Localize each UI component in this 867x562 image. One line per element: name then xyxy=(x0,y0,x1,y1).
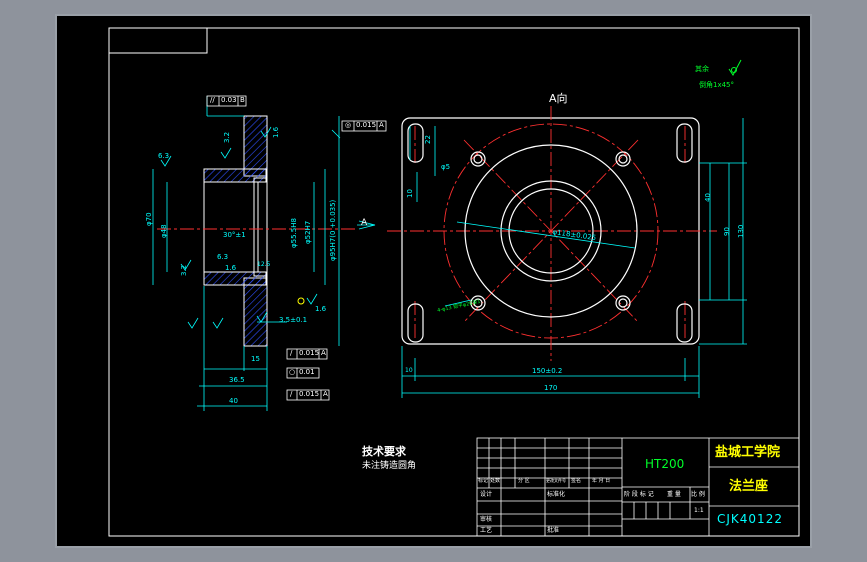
datum-mark xyxy=(297,297,305,305)
scale-value: 1:1 xyxy=(694,507,704,514)
tol4-sym: ○ xyxy=(289,368,296,376)
boss-upper xyxy=(203,168,267,183)
dim-365: 36.5 xyxy=(229,376,245,384)
tb-standardize: 标准化 xyxy=(547,491,566,498)
dim-40: 40 xyxy=(229,397,238,405)
dim-h150: 150±0.2 xyxy=(532,367,563,375)
tb-design: 设计 xyxy=(480,491,493,498)
rough-125: 12.5 xyxy=(257,261,271,268)
view-a-label: A向 xyxy=(549,92,568,105)
tol1-sym: // xyxy=(210,96,215,104)
dim-35: 3.5±0.1 xyxy=(279,316,308,324)
dim-22: 22 xyxy=(424,135,432,144)
bore-inner xyxy=(508,188,594,274)
dim-phi5: φ5 xyxy=(441,163,451,171)
school-label: 盐城工学院 xyxy=(715,445,781,460)
tech-title: 技术要求 xyxy=(362,445,406,458)
section-view xyxy=(152,96,376,411)
section-outline xyxy=(203,115,268,347)
tol1-val: 0.03 xyxy=(221,96,237,104)
dim-h170: 170 xyxy=(544,384,558,392)
tol2-val: 0.015 xyxy=(356,121,377,129)
tol5-sym: / xyxy=(290,390,293,398)
tb-row-1: 标记 xyxy=(478,478,489,484)
boss-lower xyxy=(203,271,267,286)
dim-d55: φ55.5H8 xyxy=(290,218,298,248)
tb-row-6: 年 月 日 xyxy=(592,478,611,484)
rough-16c: 1.6 xyxy=(315,305,327,313)
rough-16b: 1.6 xyxy=(225,264,237,272)
tol1-datum: B xyxy=(240,96,245,104)
dim-d70: φ70 xyxy=(145,212,153,226)
material-label: HT200 xyxy=(645,457,685,471)
flange-upper xyxy=(243,115,268,177)
tb-row-5: 签名 xyxy=(571,478,582,484)
tolerance-frames xyxy=(206,95,387,401)
tb-process: 工艺 xyxy=(480,527,493,534)
rough-32b: 3.2 xyxy=(180,264,188,276)
boss-outer xyxy=(464,144,638,318)
tb-scale: 比 例 xyxy=(691,491,705,498)
dim-b40: 40 xyxy=(704,193,712,202)
flange-lower xyxy=(243,277,268,347)
tol2-datum: A xyxy=(379,121,384,129)
view-a xyxy=(387,59,747,398)
dim-15: 15 xyxy=(251,355,260,363)
dim-d48: φ48 xyxy=(160,224,168,238)
drawing-sheet: A向 A 其余 倒角1x45° φ70 φ48 φ55.5H8 φ52H7 φ9… xyxy=(55,14,812,548)
tol3-datum: A xyxy=(321,349,326,357)
arrow-a-label: A xyxy=(361,218,368,228)
rough-63a: 6.3 xyxy=(158,152,170,160)
tol3-sym: / xyxy=(290,349,293,357)
chamfer-note: 倒角1x45° xyxy=(699,81,735,89)
part-name: 法兰座 xyxy=(729,479,769,494)
roughness-symbol xyxy=(728,59,742,76)
tol4-val: 0.01 xyxy=(299,368,315,376)
tol3-val: 0.015 xyxy=(299,349,320,357)
code-box xyxy=(108,27,208,54)
tb-weight: 重 量 xyxy=(667,491,681,498)
inner-frame xyxy=(108,27,800,537)
dim-b130: 130 xyxy=(737,224,745,238)
bore-outer xyxy=(500,180,602,282)
rough-16a: 1.6 xyxy=(272,126,280,138)
tol2-sym: ◎ xyxy=(345,121,352,129)
tol5-datum: A xyxy=(323,390,328,398)
bore-step xyxy=(253,177,268,277)
dim-d95: φ95H7(0 +0.035) xyxy=(329,199,337,261)
tech-note: 未注铸造圆角 xyxy=(362,461,417,471)
dim-h10: 10 xyxy=(405,367,413,374)
dim-b90: 90 xyxy=(723,227,731,236)
tb-row-4: 更改文件号 xyxy=(546,478,566,483)
rough-32a: 3.2 xyxy=(223,131,231,143)
dim-d52: φ52H7 xyxy=(304,220,312,244)
tb-row-2: 处数 xyxy=(490,478,501,484)
drawing-number: CJK40122 xyxy=(717,512,783,526)
dim-10: 10 xyxy=(406,189,414,198)
tb-stage: 阶 段 标 记 xyxy=(624,491,654,498)
tb-review: 审核 xyxy=(480,516,493,523)
tol5-val: 0.015 xyxy=(299,390,320,398)
dim-angle: 30°±1 xyxy=(223,231,246,239)
title-block-lines xyxy=(476,437,800,537)
cad-drawing xyxy=(108,27,800,537)
rough-note: 其余 xyxy=(695,65,709,73)
rough-63b: 6.3 xyxy=(217,253,229,261)
tb-row-3: 分 区 xyxy=(518,478,530,484)
tb-approve: 批准 xyxy=(547,527,560,534)
